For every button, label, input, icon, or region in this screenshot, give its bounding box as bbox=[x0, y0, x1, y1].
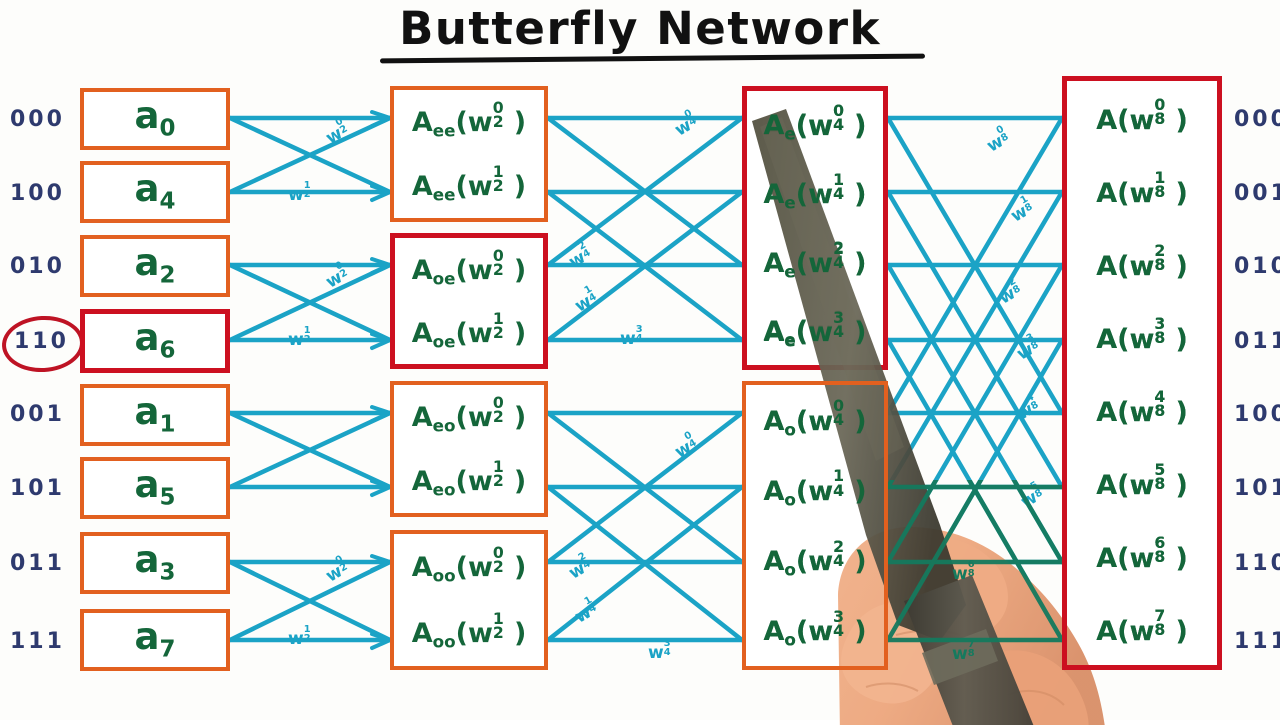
input-box-1[interactable]: a4 bbox=[80, 161, 230, 223]
input-box-6[interactable]: a3 bbox=[80, 532, 230, 594]
right-index-5: 101 bbox=[1234, 476, 1280, 501]
input-cell-1: a4 bbox=[134, 167, 176, 215]
page-title: Butterfly Network bbox=[399, 2, 881, 55]
input-cell-5: a5 bbox=[134, 463, 176, 511]
left-index-4: 001 bbox=[10, 402, 65, 427]
input-cell-0: a0 bbox=[134, 94, 176, 142]
input-cell-4: a1 bbox=[134, 390, 176, 438]
right-index-6: 110 bbox=[1234, 551, 1280, 576]
right-index-2: 010 bbox=[1234, 254, 1280, 279]
left-index-6: 011 bbox=[10, 551, 65, 576]
left-index-3: 110 bbox=[14, 329, 69, 354]
input-box-0[interactable]: a0 bbox=[80, 88, 230, 150]
input-box-7[interactable]: a7 bbox=[80, 609, 230, 671]
right-index-4: 100 bbox=[1234, 402, 1280, 427]
left-index-0: 000 bbox=[10, 107, 65, 132]
right-index-0: 000 bbox=[1234, 107, 1280, 132]
input-box-2[interactable]: a2 bbox=[80, 235, 230, 297]
right-index-3: 011 bbox=[1234, 329, 1280, 354]
left-index-7: 111 bbox=[10, 629, 65, 654]
input-box-4[interactable]: a1 bbox=[80, 384, 230, 446]
input-cell-2: a2 bbox=[134, 241, 176, 289]
left-index-2: 010 bbox=[10, 254, 65, 279]
input-cell-3: a6 bbox=[134, 316, 176, 364]
right-index-7: 111 bbox=[1234, 629, 1280, 654]
right-index-1: 001 bbox=[1234, 181, 1280, 206]
input-cell-7: a7 bbox=[134, 615, 176, 663]
left-index-1: 100 bbox=[10, 181, 65, 206]
input-cell-6: a3 bbox=[134, 538, 176, 586]
input-box-5[interactable]: a5 bbox=[80, 457, 230, 519]
input-box-3[interactable]: a6 bbox=[80, 309, 230, 373]
left-index-5: 101 bbox=[10, 476, 65, 501]
